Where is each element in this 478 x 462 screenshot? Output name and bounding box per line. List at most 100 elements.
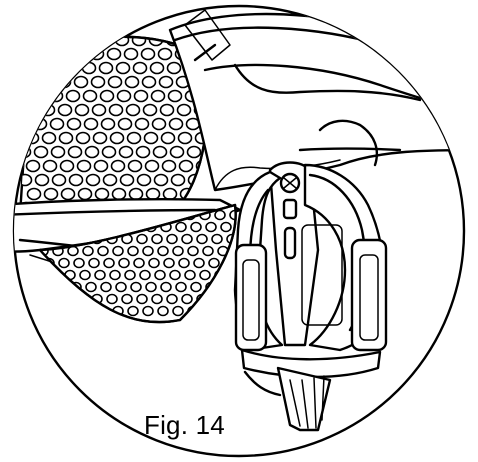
mesh-hole bbox=[91, 103, 107, 117]
mesh-hole bbox=[136, 173, 152, 187]
mesh-hole bbox=[81, 61, 97, 75]
mesh-hole bbox=[166, 233, 178, 245]
mesh-hole bbox=[55, 47, 71, 61]
mesh-hole bbox=[158, 75, 174, 89]
mesh-hole bbox=[47, 61, 63, 75]
mesh-hole bbox=[51, 173, 67, 187]
mesh-hole bbox=[85, 281, 97, 293]
mesh-hole bbox=[56, 75, 72, 89]
mesh-hole bbox=[20, 36, 28, 47]
mesh-hole bbox=[26, 187, 42, 201]
mesh-hole bbox=[133, 89, 149, 103]
mesh-hole bbox=[123, 47, 139, 61]
mesh-hole bbox=[157, 245, 169, 257]
mesh-hole bbox=[143, 131, 159, 145]
mesh-hole bbox=[205, 221, 217, 233]
mesh-hole bbox=[118, 145, 134, 159]
mesh-hole bbox=[118, 257, 130, 269]
mesh-hole bbox=[101, 145, 117, 159]
mesh-hole bbox=[39, 75, 55, 89]
mesh-hole bbox=[193, 257, 205, 269]
mesh-hole bbox=[57, 103, 73, 117]
mesh-hole bbox=[97, 36, 113, 47]
mesh-hole bbox=[140, 47, 156, 61]
mesh-hole bbox=[49, 117, 65, 131]
mesh-hole bbox=[132, 61, 148, 75]
mesh-hole bbox=[181, 233, 193, 245]
mesh-hole bbox=[103, 257, 115, 269]
mesh-hole bbox=[112, 245, 124, 257]
mesh-hole bbox=[172, 305, 184, 317]
mesh-hole bbox=[83, 117, 99, 131]
mesh-hole bbox=[63, 36, 79, 47]
mesh-hole bbox=[139, 269, 151, 281]
mesh-hole bbox=[79, 269, 91, 281]
mesh-hole bbox=[175, 281, 187, 293]
mesh-hole bbox=[20, 117, 31, 131]
mesh-hole bbox=[211, 233, 223, 245]
mesh-hole bbox=[98, 61, 114, 75]
mesh-hole bbox=[115, 61, 131, 75]
mesh-hole bbox=[142, 305, 154, 317]
mesh-hole bbox=[64, 61, 80, 75]
mesh-hole bbox=[124, 269, 136, 281]
mesh-hole bbox=[134, 117, 150, 131]
mesh-hole bbox=[151, 233, 163, 245]
bottle-cage bbox=[233, 161, 388, 432]
mesh-hole bbox=[208, 257, 220, 269]
mesh-hole bbox=[168, 117, 184, 131]
mesh-hole bbox=[127, 245, 139, 257]
mesh-hole bbox=[20, 61, 29, 75]
mesh-hole bbox=[82, 245, 94, 257]
mesh-hole bbox=[74, 103, 90, 117]
mesh-hole bbox=[162, 187, 178, 201]
mesh-hole bbox=[163, 257, 175, 269]
mesh-hole bbox=[144, 159, 160, 173]
mesh-hole bbox=[67, 145, 83, 159]
mesh-hole bbox=[141, 75, 157, 89]
mesh-hole bbox=[85, 173, 101, 187]
mesh-hole bbox=[82, 89, 98, 103]
mesh-hole bbox=[75, 131, 91, 145]
mesh-hole bbox=[90, 75, 106, 89]
mesh-hole bbox=[160, 131, 176, 145]
mesh-hole bbox=[184, 269, 196, 281]
mesh-hole bbox=[214, 209, 226, 221]
mesh-hole bbox=[23, 103, 39, 117]
mesh-hole bbox=[130, 281, 142, 293]
mesh-hole bbox=[58, 257, 70, 269]
mesh-hole bbox=[31, 89, 47, 103]
mesh-hole bbox=[94, 187, 110, 201]
mesh-hole bbox=[169, 145, 185, 159]
mesh-hole bbox=[93, 159, 109, 173]
mesh-hole bbox=[109, 131, 125, 145]
mesh-hole bbox=[68, 173, 84, 187]
mesh-hole bbox=[167, 89, 183, 103]
mesh-hole bbox=[102, 173, 118, 187]
mesh-hole bbox=[106, 293, 118, 305]
mesh-hole bbox=[73, 75, 89, 89]
mesh-hole bbox=[116, 89, 132, 103]
mesh-hole bbox=[25, 159, 41, 173]
mesh-hole bbox=[169, 269, 181, 281]
mesh-hole bbox=[76, 159, 92, 173]
mesh-hole bbox=[80, 36, 96, 47]
mesh-hole bbox=[127, 305, 139, 317]
mesh-hole bbox=[126, 131, 142, 145]
mesh-hole bbox=[177, 131, 193, 145]
mesh-hole bbox=[196, 233, 208, 245]
mesh-hole bbox=[100, 281, 112, 293]
mesh-hole bbox=[72, 47, 88, 61]
mesh-hole bbox=[142, 103, 158, 117]
mesh-hole bbox=[89, 47, 105, 61]
mesh-hole bbox=[94, 269, 106, 281]
mesh-hole bbox=[97, 245, 109, 257]
mesh-hole bbox=[199, 269, 211, 281]
mesh-hole bbox=[127, 159, 143, 173]
mesh-hole bbox=[187, 245, 199, 257]
mesh-hole bbox=[202, 245, 214, 257]
mesh-hole bbox=[178, 159, 194, 173]
mesh-hole bbox=[190, 221, 202, 233]
mesh-hole bbox=[30, 61, 46, 75]
mesh-hole bbox=[108, 103, 124, 117]
